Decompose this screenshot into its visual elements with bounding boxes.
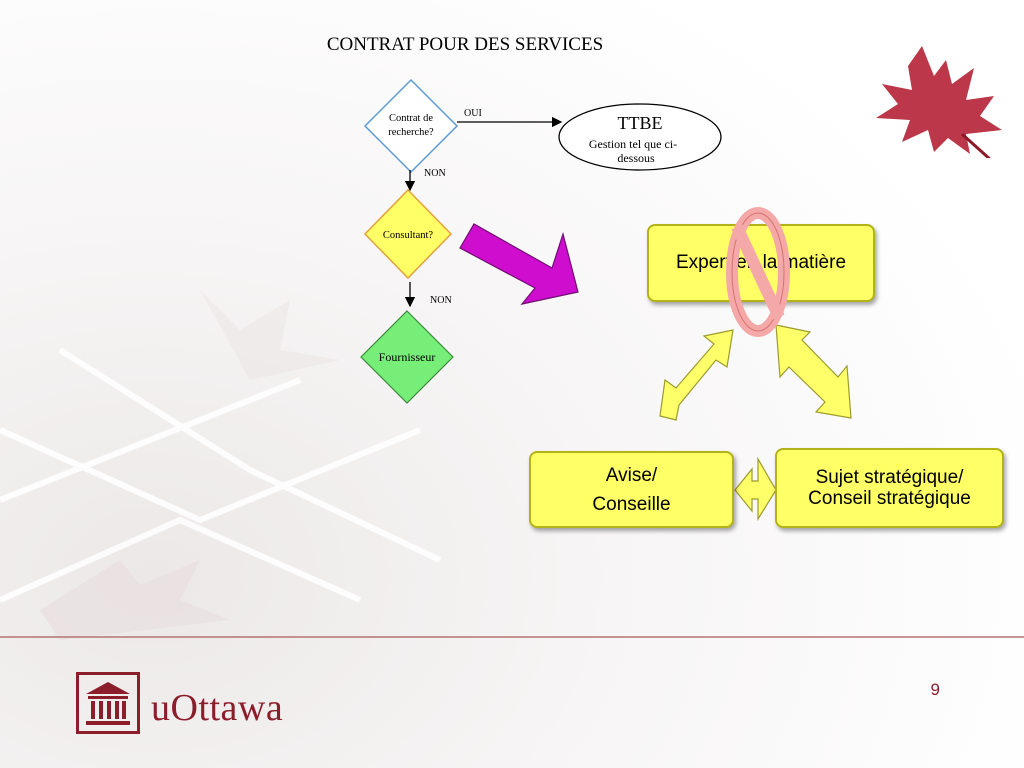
- no-symbol-icon: [726, 207, 790, 337]
- expert-label: Expert en la matière: [675, 252, 847, 273]
- decision-1-label-line2: recherche?: [388, 127, 434, 138]
- faded-leaf-watermark: [40, 290, 340, 640]
- avise-label-line1: Avise/: [605, 464, 658, 486]
- double-arrow-icon-left: [659, 329, 734, 421]
- box-sujet-strategique: Sujet stratégique/ Conseil stratégique: [775, 448, 1004, 528]
- decision-contrat-de-recherche: Contrat de recherche?: [363, 78, 459, 174]
- ttbe-note-line2: dessous: [617, 151, 655, 165]
- ttbe-title: TTBE: [618, 113, 663, 133]
- slide-title: CONTRAT POUR DES SERVICES: [326, 34, 604, 55]
- maple-leaf-icon: [876, 46, 1002, 158]
- ttbe-note-line1: Gestion tel que ci-: [589, 137, 677, 151]
- double-arrow-icon-horizontal: [734, 456, 777, 522]
- magenta-arrow-icon: [459, 223, 579, 305]
- double-arrow-icon-right: [775, 324, 852, 419]
- no-label-2: NON: [430, 295, 452, 306]
- sujet-label-line1: Sujet stratégique/: [815, 467, 964, 488]
- decision-2-label: Consultant?: [383, 230, 434, 241]
- decision-consultant: Consultant?: [363, 188, 453, 280]
- fournisseur-label: Fournisseur: [379, 350, 436, 364]
- no-label-1: NON: [424, 168, 446, 179]
- yes-label: OUI: [464, 108, 482, 119]
- page-number: 9: [930, 680, 940, 699]
- avise-label-line2: Conseille: [592, 493, 671, 515]
- terminal-fournisseur: Fournisseur: [360, 310, 454, 404]
- ttbe-terminal: TTBE Gestion tel que ci- dessous: [558, 103, 722, 171]
- footer-divider: [0, 636, 1024, 638]
- uottawa-logo-text: uOttawa: [151, 687, 284, 729]
- box-avise-conseille: Avise/ Conseille: [529, 451, 734, 528]
- sujet-label-line2: Conseil stratégique: [808, 488, 971, 509]
- decision-1-label-line1: Contrat de: [389, 113, 433, 124]
- university-building-icon: [76, 672, 140, 734]
